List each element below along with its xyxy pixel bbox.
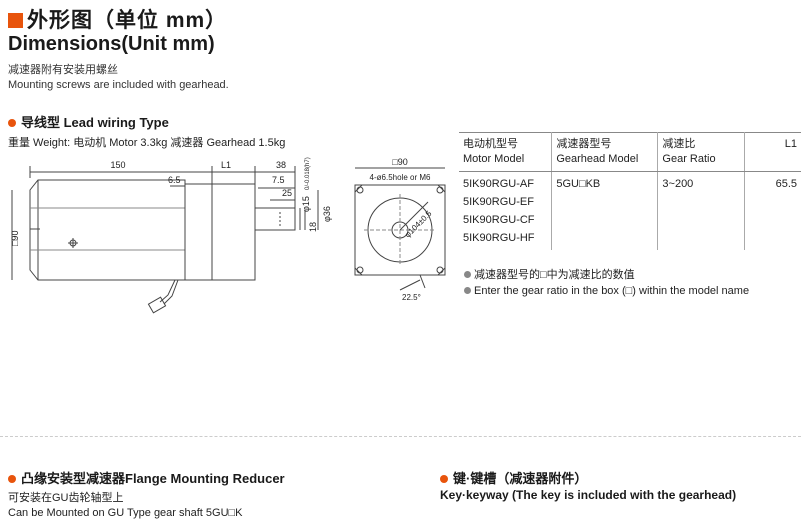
section-divider xyxy=(0,436,801,437)
page-title-cn: 外形图（单位 mm） xyxy=(8,4,227,34)
pcd-spec: φ104±0.5 xyxy=(403,209,434,240)
dim-18: 18 xyxy=(308,222,318,232)
flange-en: Can be Mounted on GU Type gear shaft 5GU… xyxy=(8,507,243,519)
flange-title-text: 凸缘安装型减速器Flange Mounting Reducer xyxy=(21,471,285,486)
grey-bullet-icon xyxy=(464,271,471,278)
l1-cell: 65.5 xyxy=(775,178,797,190)
motor-body-outline xyxy=(29,179,186,281)
note-cn-ratio: 减速器型号的□中为减速比的数值 xyxy=(464,266,635,282)
header-l1-text: L1 xyxy=(784,138,797,150)
key-title-text: 键·键槽（减速器附件） xyxy=(453,471,588,486)
front-view-outline xyxy=(354,184,446,276)
motor-model-2: 5IK90RGU-CF xyxy=(463,214,535,226)
dim-15: φ15 xyxy=(301,196,311,212)
lead-section-title-text: 导线型 Lead wiring Type xyxy=(21,115,169,130)
key-section-title: 键·键槽（减速器附件） xyxy=(440,468,587,487)
header-gear-ratio: 减速比 Gear Ratio xyxy=(657,132,745,172)
dim-36: φ36 xyxy=(322,206,332,222)
flange-section-title: 凸缘安装型减速器Flange Mounting Reducer xyxy=(8,468,285,487)
weight-spec: 重量 Weight: 电动机 Motor 3.3kg 减速器 Gearhead … xyxy=(8,137,286,149)
note-en-ratio: Enter the gear ratio in the box (□) with… xyxy=(464,285,749,297)
dim-l1: L1 xyxy=(221,160,231,170)
header-motor-model: 电动机型号 Motor Model xyxy=(459,132,553,172)
hole-spec: 4-ø6.5hole or M6 xyxy=(370,173,431,182)
flange-cn: 可安装在GU齿轮轴型上 xyxy=(8,492,124,504)
header-l1: L1 xyxy=(744,132,801,172)
note-cn: 减速器附有安装用螺丝 xyxy=(8,64,118,76)
motor-model-1: 5IK90RGU-EF xyxy=(463,196,534,208)
page-title-en: Dimensions(Unit mm) xyxy=(8,33,215,55)
gear-ratio-cell: 3~200 xyxy=(657,171,745,250)
table-header-row: 电动机型号 Motor Model 减速器型号 Gearhead Model 减速比… xyxy=(459,132,801,172)
table-row: 5IK90RGU-AF 5IK90RGU-EF 5IK90RGU-CF 5IK9… xyxy=(459,171,801,250)
model-table: 电动机型号 Motor Model 减速器型号 Gearhead Model 减速比… xyxy=(459,132,801,250)
dimension-drawing: 150 L1 38 6.5 7.5 25 φ15 0/-0.018(h7) 18… xyxy=(10,157,446,314)
note-en: Mounting screws are included with gearhe… xyxy=(8,79,229,91)
bullet-icon xyxy=(8,475,16,483)
shaft-outline xyxy=(254,207,296,231)
dim-15-tol: 0/-0.018(h7) xyxy=(305,157,311,190)
header-gearhead-model: 减速器型号 Gearhead Model xyxy=(551,132,659,172)
motor-model-3: 5IK90RGU-HF xyxy=(463,232,535,244)
key-subtitle: Key·keyway (The key is included with the… xyxy=(440,488,737,502)
connector-outline xyxy=(147,296,167,314)
dim-90-front: □90 xyxy=(392,157,407,167)
bullet-icon xyxy=(440,475,448,483)
header-ratio-en: Gear Ratio xyxy=(662,153,716,165)
header-motor-cn: 电动机型号 xyxy=(463,138,518,150)
orange-square-icon xyxy=(8,13,23,28)
header-ratio-cn: 减速比 xyxy=(662,138,696,150)
dim-6-5: 6.5 xyxy=(168,175,181,185)
bullet-icon xyxy=(8,119,16,127)
header-gearhead-cn: 减速器型号 xyxy=(556,138,612,150)
header-motor-en: Motor Model xyxy=(463,153,525,165)
note-cn-ratio-text: 减速器型号的□中为减速比的数值 xyxy=(474,269,635,281)
dim-7-5: 7.5 xyxy=(272,175,285,185)
grey-bullet-icon xyxy=(464,287,471,294)
title-cn-text: 外形图（单位 mm） xyxy=(27,9,228,32)
gearhead-outline xyxy=(184,183,256,281)
gearhead-model-cell: 5GU□KB xyxy=(551,171,659,250)
motor-models-cell: 5IK90RGU-AF 5IK90RGU-EF 5IK90RGU-CF 5IK9… xyxy=(459,171,553,250)
dim-38: 38 xyxy=(276,160,286,170)
note-en-ratio-text: Enter the gear ratio in the box (□) with… xyxy=(474,285,750,297)
motor-model-0: 5IK90RGU-AF xyxy=(463,178,534,190)
dim-25: 25 xyxy=(282,188,292,198)
dim-90-side: □90 xyxy=(10,231,20,246)
angle-spec: 22.5° xyxy=(402,293,421,302)
header-gearhead-en: Gearhead Model xyxy=(556,153,639,165)
lead-section-title: 导线型 Lead wiring Type xyxy=(8,112,169,131)
dim-150: 150 xyxy=(110,160,125,170)
